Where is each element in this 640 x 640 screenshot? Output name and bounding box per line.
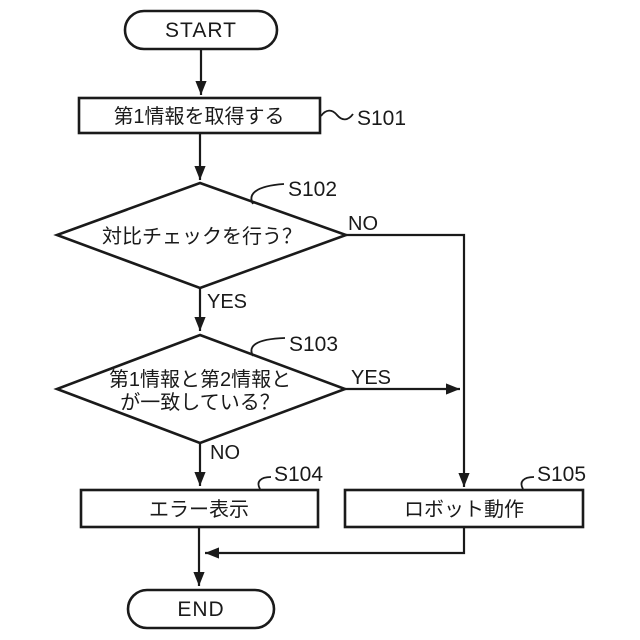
s105-label: ロボット動作 xyxy=(404,498,524,521)
s102-step-connector xyxy=(250,183,285,205)
node-s102: 対比チェックを行う？ S102 NO YES xyxy=(53,178,378,313)
s102-no-label: NO xyxy=(348,213,378,235)
node-s101: 第1情報を取得する S101 xyxy=(77,96,406,135)
s102-yes-label: YES xyxy=(207,291,247,313)
s103-no-label: NO xyxy=(210,442,240,464)
s101-label: 第1情報を取得する xyxy=(113,105,284,128)
s102-label: 対比チェックを行う？ xyxy=(102,225,302,248)
s103-step-connector xyxy=(250,337,286,357)
s103-label-line1: 第1情報と第2情報と xyxy=(109,368,291,391)
s105-step-connector xyxy=(520,476,535,490)
start-label: START xyxy=(165,19,237,42)
s104-label: エラー表示 xyxy=(149,498,249,521)
s102-step-label: S102 xyxy=(288,178,337,201)
s102-decision-shape xyxy=(53,181,350,290)
edge-s105-to-merge xyxy=(205,527,466,559)
s103-step-label: S103 xyxy=(289,333,338,356)
s103-yes-label: YES xyxy=(351,367,391,389)
edge-s102-no-to-s105 xyxy=(346,233,470,487)
s103-label-line2: が一致している？ xyxy=(120,391,279,414)
node-start: START xyxy=(123,9,279,51)
node-end: END xyxy=(126,588,276,630)
s101-step-connector xyxy=(320,109,354,121)
s105-step-label: S105 xyxy=(537,463,586,486)
s105-process-shape xyxy=(343,488,585,529)
s101-process-shape xyxy=(77,96,322,135)
s104-process-shape xyxy=(79,488,320,529)
s104-step-connector xyxy=(257,476,272,490)
node-s104: エラー表示 S104 xyxy=(79,463,323,529)
node-s103: 第1情報と第2情報と が一致している？ S103 YES NO xyxy=(53,333,391,464)
start-terminator-shape xyxy=(123,9,279,51)
s101-step-label: S101 xyxy=(357,107,406,130)
node-s105: ロボット動作 S105 xyxy=(343,463,586,529)
end-label: END xyxy=(177,598,224,621)
s104-step-label: S104 xyxy=(274,463,323,486)
end-terminator-shape xyxy=(126,588,276,630)
s103-decision-shape xyxy=(53,333,349,445)
